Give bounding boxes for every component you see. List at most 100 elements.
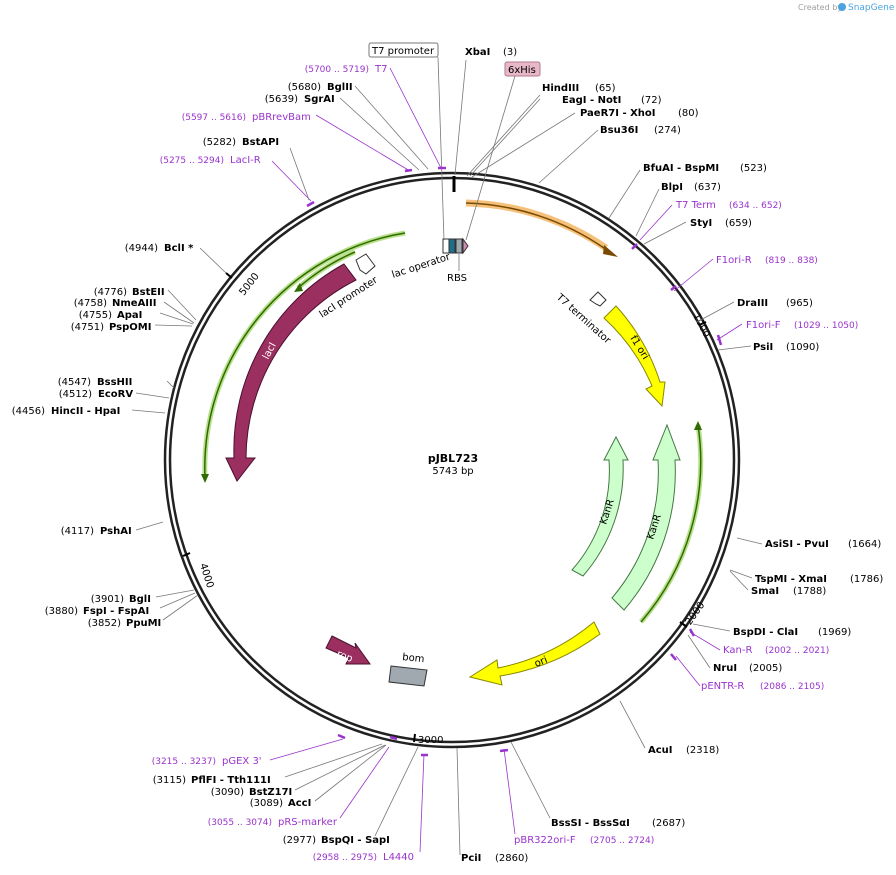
- t7-promoter-leader: [437, 56, 445, 241]
- primer-position: (3215 .. 3237): [152, 757, 216, 767]
- site-position: (3): [503, 47, 517, 58]
- t7-terminator-feature: [589, 291, 607, 307]
- laci-green-arc: [204, 232, 406, 479]
- primer-position: (2002 .. 2021): [765, 646, 829, 656]
- site-position: (5282): [203, 137, 236, 148]
- site-name: BspQI - SapI: [321, 835, 390, 846]
- site-position: (1788): [793, 586, 826, 597]
- ori-feature: [468, 621, 601, 686]
- lac-operator-box: [442, 238, 450, 254]
- primer-name: L4440: [383, 852, 414, 863]
- ruler-tick-1000: [698, 321, 707, 326]
- site-name: PaeR7I - XhoI: [580, 108, 656, 119]
- site-position: (4758): [74, 298, 107, 309]
- primer-name: T7: [374, 64, 387, 75]
- site-position: (3089): [250, 798, 283, 809]
- site-position: (3901): [91, 594, 124, 605]
- site-position: (659): [725, 218, 752, 229]
- site-name: FspI - FspAI: [83, 606, 149, 617]
- site-position: (5639): [265, 94, 298, 105]
- site-name: ApaI: [117, 310, 142, 321]
- laci-green-arrowhead: [201, 474, 209, 483]
- site-name: BglII: [327, 82, 353, 93]
- site-name: AccI: [288, 798, 311, 809]
- site-name: PsiI: [753, 342, 773, 353]
- primer-ticks: [306, 166, 723, 757]
- lac-operator-label: lac operator: [391, 251, 453, 280]
- primer-name: pRS-marker: [278, 817, 338, 828]
- site-name: XbaI: [465, 47, 490, 58]
- site-name: StyI: [690, 218, 712, 229]
- site-position: (1090): [786, 342, 819, 353]
- t7-promoter-label: T7 promoter: [371, 46, 435, 57]
- ruler-label-5000: 5000: [237, 271, 261, 298]
- site-position: (4944): [125, 243, 158, 254]
- kanr-outer-feature: [611, 423, 681, 611]
- promoter-box: [448, 238, 456, 254]
- site-name: NruI: [713, 663, 737, 674]
- laci-feature: [225, 263, 357, 482]
- snapgene-watermark: Created by SnapGene: [798, 3, 895, 13]
- site-name: BssHII: [97, 377, 132, 388]
- site-position: (4755): [79, 310, 112, 321]
- plasmid-size: 5743 bp: [432, 466, 473, 477]
- his-tag-leader: [465, 75, 516, 241]
- site-position: (4547): [58, 377, 91, 388]
- primer-name: LacI-R: [230, 155, 261, 166]
- watermark-brand: SnapGene: [848, 3, 895, 13]
- bom-feature: [388, 665, 428, 687]
- backbone-outer-strand: [163, 171, 741, 749]
- site-position: (2860): [495, 853, 528, 864]
- site-name: BglI: [129, 594, 151, 605]
- site-position: (274): [654, 125, 681, 136]
- primer-position: (5700 .. 5719): [305, 65, 369, 75]
- ruler-tick-3000: [413, 733, 416, 743]
- site-name: BlpI: [661, 182, 683, 193]
- ruler-tick-4000: [182, 552, 191, 557]
- site-position: (523): [740, 163, 767, 174]
- site-position: (4456): [12, 406, 45, 417]
- site-name: HindIII: [542, 83, 579, 94]
- ruler-tick-2000: [679, 621, 688, 628]
- t7-region-arrowhead: [603, 245, 618, 257]
- inner-green-arrowhead: [294, 283, 303, 292]
- site-name: Bsu36I: [600, 125, 638, 136]
- ori-label: ori: [533, 655, 549, 670]
- site-name: SgrAI: [304, 94, 335, 105]
- site-name: DraIII: [737, 298, 768, 309]
- site-position: (3852): [88, 618, 121, 629]
- primer-name: pBR322ori-F: [514, 835, 576, 846]
- primer-position: (819 .. 838): [765, 256, 818, 266]
- t7-region-highlight: [465, 199, 608, 251]
- site-name: TspMI - XmaI: [755, 574, 827, 585]
- site-position: (2977): [283, 835, 316, 846]
- site-name: AsiSI - PvuI: [765, 539, 829, 550]
- backbone-inner-strand: [168, 176, 736, 744]
- primer-name: F1ori-R: [716, 255, 752, 266]
- site-name: BspDI - ClaI: [733, 627, 798, 638]
- site-position: (3115): [153, 775, 186, 786]
- primer-name: pGEX 3': [222, 756, 262, 767]
- site-position: (4117): [61, 526, 94, 537]
- watermark-created-by: Created by: [798, 3, 842, 12]
- site-position: (2318): [686, 745, 719, 756]
- primer-name: F1ori-F: [746, 320, 781, 331]
- primer-position: (5275 .. 5294): [160, 156, 224, 166]
- primer-name: pENTR-R: [701, 681, 744, 692]
- site-name: PflFI - Tth111I: [191, 775, 271, 786]
- primer-position: (634 .. 652): [729, 201, 782, 211]
- bom-label: bom: [402, 652, 425, 665]
- site-position: (4751): [71, 322, 104, 333]
- site-position: (1786): [850, 574, 883, 585]
- site-name: PciI: [461, 853, 481, 864]
- rbs-box: [455, 238, 463, 254]
- primer-position: (5597 .. 5616): [182, 113, 246, 123]
- rop-feature: [325, 635, 371, 665]
- site-position: (65): [595, 83, 616, 94]
- laci-promoter-feature: [355, 253, 376, 275]
- ruler-tick-5000: [225, 272, 233, 279]
- primer-name: Kan-R: [723, 645, 752, 656]
- site-name: PpuMI: [126, 618, 161, 629]
- kan-green-arrowhead: [694, 421, 702, 430]
- site-name: PshAI: [100, 526, 132, 537]
